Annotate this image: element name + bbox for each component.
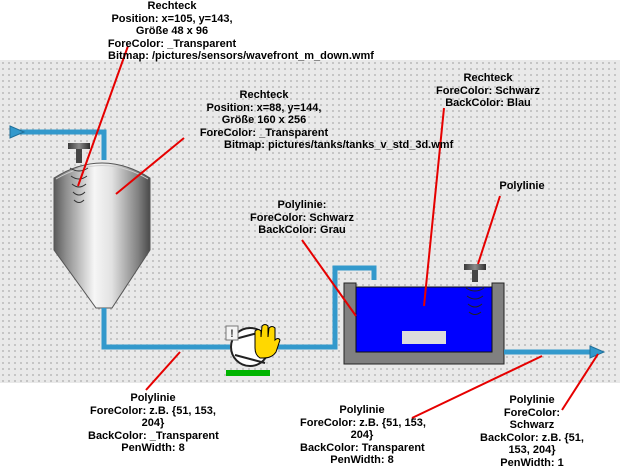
callout-lines [77, 45, 599, 419]
silo-sensor-icon [68, 143, 90, 203]
callout-line-pipe-mid [411, 355, 543, 419]
label-poly-outlet: Polylinie ForeColor: Schwarz BackColor: … [480, 394, 584, 469]
svg-text:!: ! [230, 328, 234, 340]
basin-tank [343, 282, 505, 365]
callout-line-outlet [561, 353, 599, 411]
callout-line-liquid [423, 107, 445, 307]
callout-line-basin-sensor [477, 195, 501, 265]
label-poly-frame: Polylinie: ForeColor: Schwarz BackColor:… [250, 199, 354, 236]
basin-sensor-icon [464, 264, 486, 315]
label-poly-pipe-left: Polylinie ForeColor: z.B. {51, 153, 204}… [88, 392, 219, 454]
label-rect-tank: Rechteck Position: x=88, y=144, Größe 16… [199, 89, 454, 151]
callout-line-silo [115, 137, 185, 195]
callout-line-sensor [77, 45, 129, 187]
pipe-silo-to-pump [101, 308, 230, 350]
label-poly-pipe-mid: Polylinie ForeColor: z.B. {51, 153, 204}… [300, 404, 426, 466]
hand-cursor-icon [254, 324, 281, 359]
pipe-pump-to-tank [272, 265, 377, 350]
inlet-arrow-icon [9, 125, 26, 139]
callout-line-frame [301, 239, 357, 317]
inlet-pipe [15, 129, 107, 160]
label-rect-liquid: Rechteck ForeColor: Schwarz BackColor: B… [436, 72, 540, 109]
silo-tank [53, 162, 151, 309]
callout-line-pipe-left [145, 351, 181, 391]
label-rect-sensor: Rechteck Position: x=105, y=143, Größe 4… [107, 0, 374, 62]
label-poly-sensor: Polylinie [499, 180, 545, 192]
